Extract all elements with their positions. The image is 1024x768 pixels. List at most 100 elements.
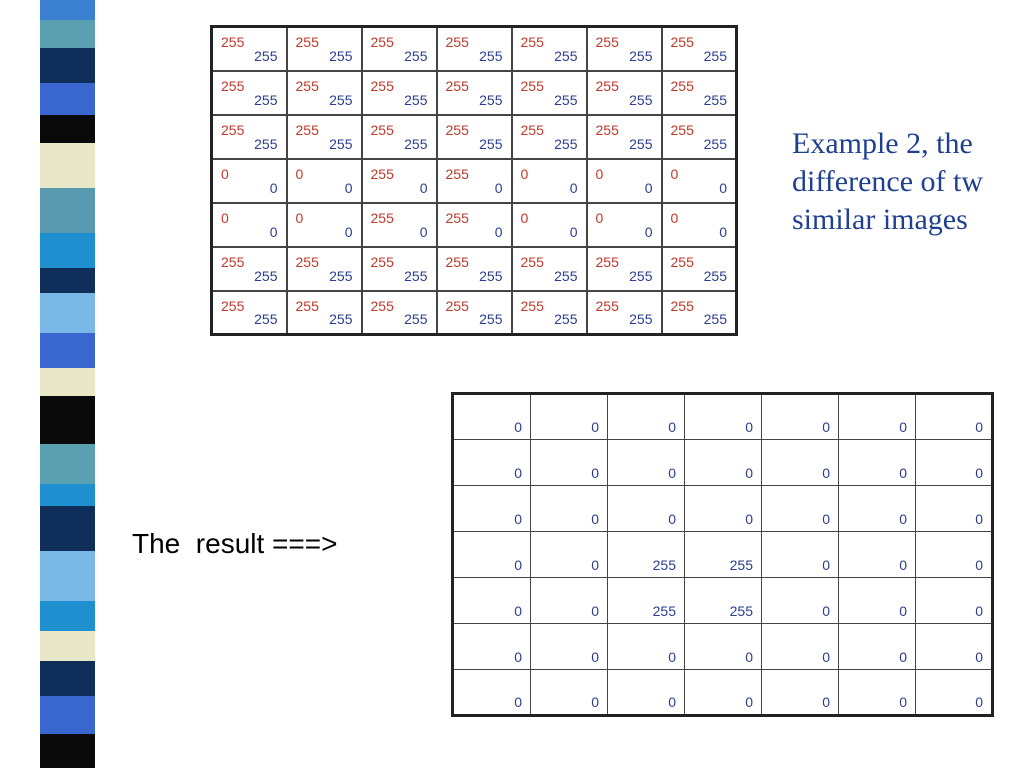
second-image-value: 255 bbox=[404, 311, 428, 327]
first-image-value: 255 bbox=[520, 77, 544, 94]
result-grid-cell: 0 bbox=[530, 669, 608, 716]
first-image-value: 0 bbox=[295, 209, 304, 226]
second-image-value: 255 bbox=[404, 47, 428, 64]
first-image-value: 255 bbox=[670, 77, 694, 94]
second-image-value: 0 bbox=[719, 179, 727, 196]
first-image-value: 255 bbox=[520, 253, 544, 270]
result-grid-cell: 0 bbox=[684, 392, 762, 440]
first-image-value: 0 bbox=[595, 209, 604, 226]
input-grid-cell: 255 255 bbox=[360, 25, 438, 72]
result-grid-cell: 0 bbox=[838, 577, 916, 624]
second-image-value: 0 bbox=[644, 179, 653, 196]
first-image-value: 255 bbox=[370, 34, 394, 50]
second-image-value: 255 bbox=[329, 267, 353, 284]
second-image-value: 0 bbox=[644, 223, 653, 240]
result-grid-cell: 255 bbox=[684, 531, 762, 578]
input-grid-cell: 255 255 bbox=[360, 69, 438, 116]
first-image-value: 0 bbox=[520, 209, 529, 226]
result-grid-cell: 255 bbox=[607, 577, 685, 624]
first-image-value: 255 bbox=[221, 77, 245, 94]
first-image-value: 255 bbox=[295, 77, 319, 94]
result-grid-cell: 0 bbox=[761, 669, 839, 716]
second-image-value: 255 bbox=[554, 47, 578, 64]
first-image-value: 255 bbox=[295, 297, 319, 314]
first-image-value: 255 bbox=[595, 77, 619, 94]
result-grid-cell: 0 bbox=[761, 392, 839, 440]
first-image-value: 255 bbox=[370, 297, 394, 314]
second-image-value: 255 bbox=[703, 91, 727, 108]
second-image-value: 255 bbox=[479, 135, 503, 152]
second-image-value: 255 bbox=[629, 47, 653, 64]
first-image-value: 255 bbox=[295, 253, 319, 270]
second-image-value: 0 bbox=[269, 223, 278, 240]
result-grid-cell: 0 bbox=[530, 485, 608, 532]
first-image-value: 0 bbox=[670, 165, 679, 182]
result-grid-cell: 0 bbox=[607, 669, 685, 716]
result-grid-cell: 0 bbox=[452, 577, 531, 624]
first-image-value: 255 bbox=[370, 121, 394, 138]
first-image-value: 0 bbox=[520, 165, 529, 182]
second-image-value: 255 bbox=[254, 47, 278, 64]
second-image-value: 255 bbox=[254, 135, 278, 152]
result-grid-cell: 255 bbox=[684, 577, 762, 624]
second-image-value: 255 bbox=[254, 267, 278, 284]
second-image-value: 0 bbox=[569, 223, 578, 240]
result-grid-cell: 0 bbox=[761, 439, 839, 486]
first-image-value: 255 bbox=[445, 34, 469, 50]
second-image-value: 255 bbox=[703, 267, 727, 284]
second-image-value: 255 bbox=[554, 135, 578, 152]
result-grid-cell: 0 bbox=[915, 392, 993, 440]
result-grid-cell: 0 bbox=[684, 669, 762, 716]
result-grid-cell: 0 bbox=[838, 392, 916, 440]
first-image-value: 255 bbox=[370, 77, 394, 94]
second-image-value: 0 bbox=[569, 179, 578, 196]
second-image-value: 0 bbox=[344, 179, 353, 196]
first-image-value: 255 bbox=[445, 165, 469, 182]
result-grid-cell: 0 bbox=[607, 623, 685, 670]
result-grid-cell: 0 bbox=[915, 439, 993, 486]
second-image-value: 255 bbox=[629, 267, 653, 284]
result-grid-cell: 0 bbox=[838, 531, 916, 578]
first-image-value: 0 bbox=[221, 209, 229, 226]
first-image-value: 255 bbox=[670, 253, 694, 270]
input-grid-cell: 255 255 bbox=[360, 289, 438, 336]
caption-line-3: similar images bbox=[792, 203, 968, 236]
first-image-value: 255 bbox=[595, 297, 619, 314]
second-image-value: 255 bbox=[629, 135, 653, 152]
result-grid-cell: 0 bbox=[915, 485, 993, 532]
second-image-value: 255 bbox=[329, 47, 353, 64]
result-grid-cell: 0 bbox=[838, 623, 916, 670]
result-grid-cell: 0 bbox=[761, 531, 839, 578]
input-grid-cell: 255 255 bbox=[660, 245, 738, 292]
second-image-value: 255 bbox=[404, 91, 428, 108]
